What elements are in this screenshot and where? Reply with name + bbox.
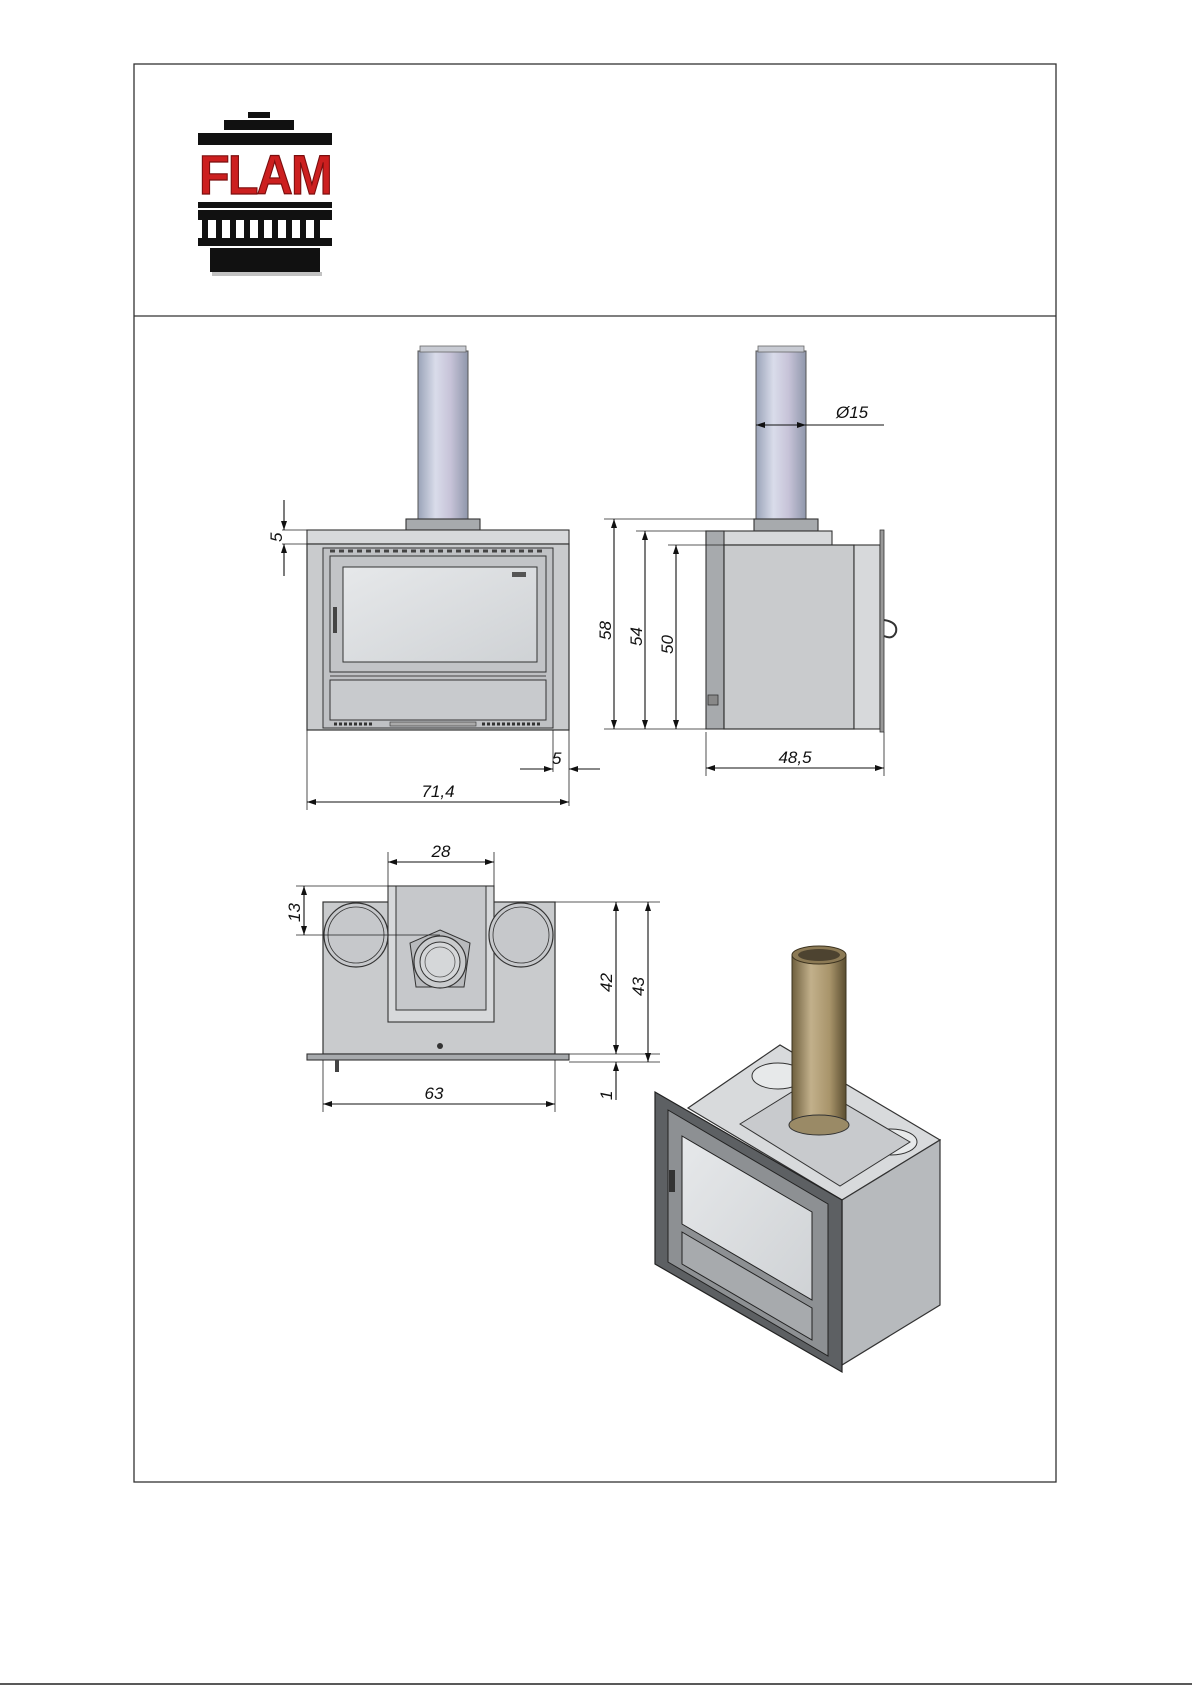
front-glass [343, 567, 537, 662]
flam-logo: FLAM [198, 112, 332, 276]
dim-side-total-height: 58 [596, 621, 615, 640]
dim-top-collar-offset: 13 [285, 903, 304, 922]
flue-pipe-side [756, 351, 806, 519]
dim-top-body-width: 63 [425, 1084, 444, 1103]
dim-top-total-depth: 43 [629, 977, 648, 996]
logo-wordmark: FLAM [199, 143, 331, 206]
dim-top-base-plate: 1 [597, 1091, 616, 1100]
isometric-view [655, 946, 940, 1372]
iso-flue-pipe [792, 955, 846, 1125]
front-view [307, 346, 569, 730]
dim-top-body-depth: 42 [597, 973, 616, 992]
dim-side-depth: 48,5 [778, 748, 812, 767]
dim-front-side-rim: 5 [552, 749, 562, 768]
dim-side-mid-height: 54 [627, 627, 646, 646]
dim-side-body-height: 50 [658, 635, 677, 654]
dim-front-top-rim: 5 [267, 532, 286, 542]
dim-flue-diameter: Ø15 [835, 403, 869, 422]
top-view [307, 886, 569, 1072]
dim-front-width: 71,4 [421, 782, 454, 801]
dim-top-collar-width: 28 [431, 842, 451, 861]
flue-pipe-front [418, 351, 468, 519]
